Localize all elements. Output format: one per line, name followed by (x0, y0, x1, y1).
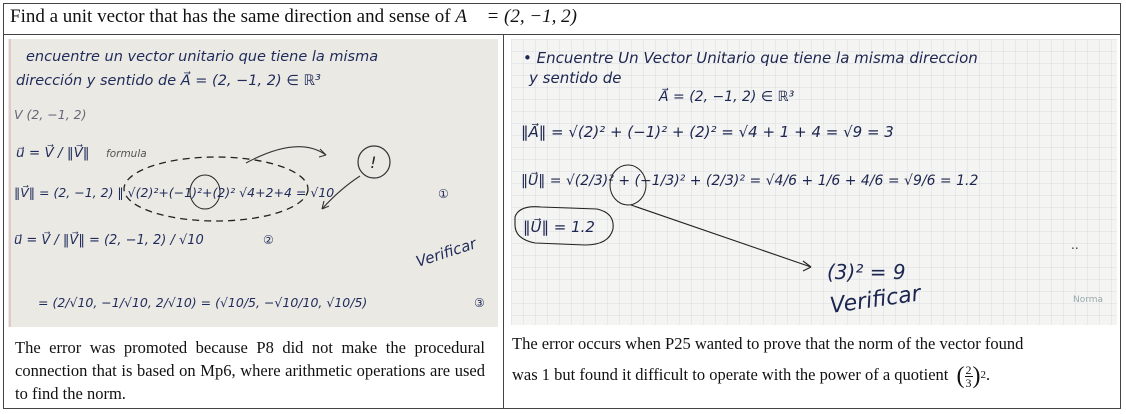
right-power: (3)² = 9 (827, 260, 906, 284)
right-caption: The error occurs when P25 wanted to prov… (512, 332, 1112, 389)
right-caption-line2: was 1 but found it difficult to operate … (512, 362, 991, 390)
left-small-ellipse (189, 174, 221, 210)
left-exclaim-bubble (357, 145, 391, 179)
left-formula: u⃗ = V⃗ / ‖V⃗‖ (16, 144, 90, 161)
left-bubble-text: ! (370, 153, 376, 172)
left-mark3: ③ (474, 296, 485, 310)
right-boxed-outline (514, 206, 614, 246)
left-result-line: = (2/√10, −1/√10, 2/√10) = (√10/5, −√10/… (38, 295, 367, 310)
quotient-exponent: 2 (980, 368, 987, 381)
figure-frame (3, 3, 1121, 409)
left-mark1: ① (438, 187, 449, 201)
left-caption: The error was promoted because P8 did no… (15, 338, 485, 403)
left-dashed-ellipse (123, 156, 309, 222)
right-line2b: A⃗ = (2, −1, 2) ∈ ℝ³ (658, 87, 795, 105)
right-fraction-circle (609, 164, 647, 206)
panel-divider (503, 34, 504, 409)
figure-title: Find a unit vector that has the same dir… (10, 6, 578, 27)
right-handwriting-photo: • Encuentre Un Vector Unitario que tiene… (511, 39, 1117, 325)
left-unit-line: u⃗ = V⃗ / ‖V⃗‖ = (2, −1, 2) / √10 (14, 232, 204, 248)
quotient-denominator: 3 (965, 375, 972, 390)
title-divider (3, 34, 1121, 35)
left-line1: encuentre un vector unitario que tiene l… (26, 49, 378, 65)
quotient-power: ( 2 3 ) 2 (956, 362, 987, 390)
left-formula-note: formula (106, 148, 147, 160)
left-norm-line: ‖V⃗‖ = (2, −1, 2) ‖ √(2)²+(−1)²+(2)² √4+… (14, 185, 334, 200)
right-boxed: ‖U⃗‖ = 1.2 (523, 217, 595, 236)
left-line3: V (2, −1, 2) (14, 107, 87, 122)
right-norm-a: ‖A⃗‖ = √(2)² + (−1)² + (2)² = √4 + 1 + 4… (521, 122, 894, 141)
right-dots: .. (1071, 238, 1079, 252)
right-norm-u: ‖U⃗‖ = √(2/3)² + (−1/3)² + (2/3)² = √4/6… (521, 171, 978, 189)
right-watermark: Norma (1073, 295, 1103, 305)
left-handwriting-photo: encuentre un vector unitario que tiene l… (8, 39, 498, 327)
left-line2: dirección y sentido de A⃗ = (2, −1, 2) ∈… (16, 70, 321, 89)
right-line1: • Encuentre Un Vector Unitario que tiene… (523, 49, 978, 67)
right-caption-line1: The error occurs when P25 wanted to prov… (512, 334, 1024, 353)
right-line2: y sentido de (528, 69, 621, 87)
left-mark2: ② (263, 233, 274, 247)
quotient-numerator: 2 (965, 362, 972, 377)
title-math: A⃗ = (2, −1, 2) (455, 6, 578, 27)
